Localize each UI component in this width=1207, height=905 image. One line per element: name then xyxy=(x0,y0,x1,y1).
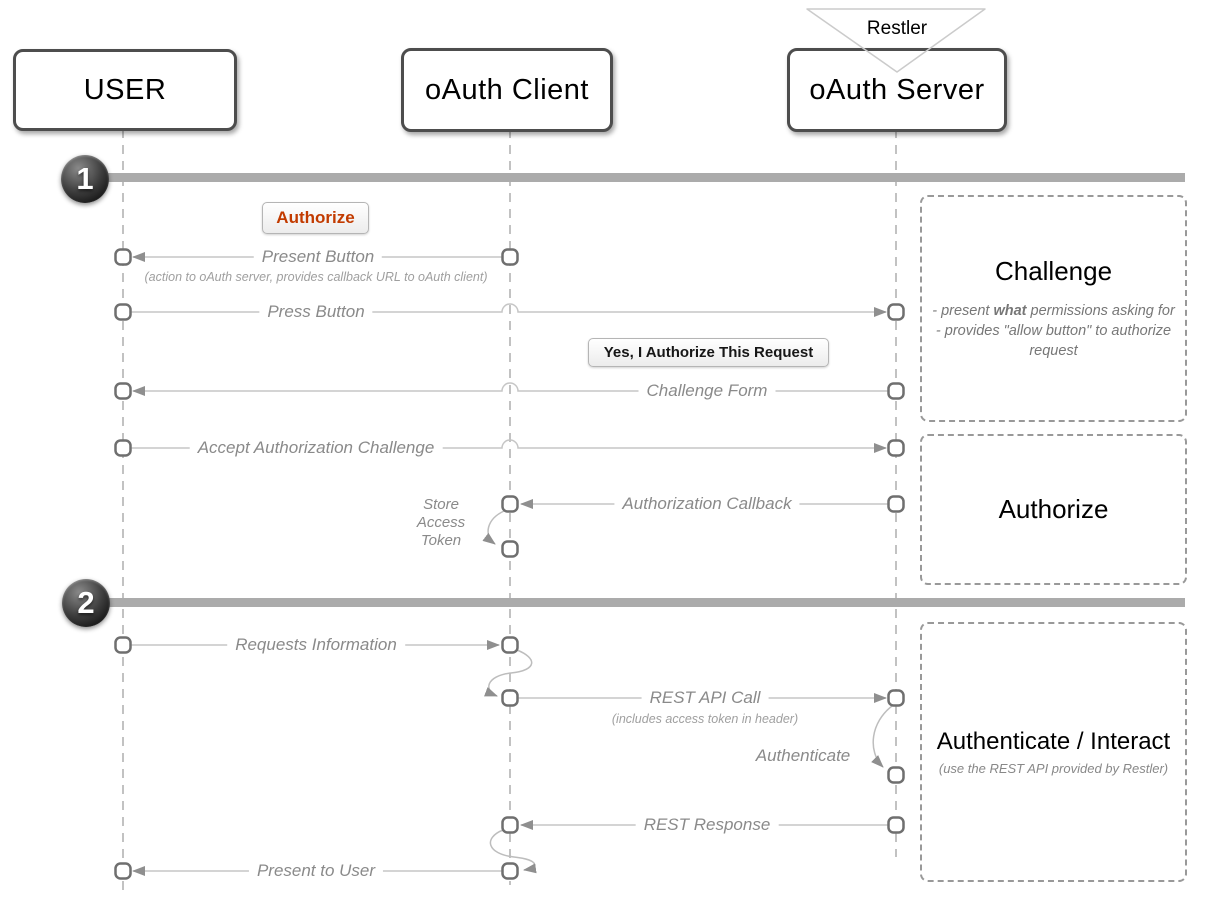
challenge-line1-suffix: permissions asking for xyxy=(1026,303,1175,319)
authenticate-interact-annotation-box: Authenticate / Interact (use the REST AP… xyxy=(920,622,1187,882)
challenge-annotation-box: Challenge - present what permissions ask… xyxy=(920,195,1187,422)
message-present-button-note: (action to oAuth server, provides callba… xyxy=(140,270,492,284)
message-present-to-user: Present to User xyxy=(248,861,384,881)
message-authenticate: Authenticate xyxy=(747,746,859,766)
phase-2-badge: 2 xyxy=(62,579,110,627)
loop-client-forward xyxy=(484,649,533,697)
challenge-body: - present what permissions asking for - … xyxy=(930,301,1178,361)
loop-store-token xyxy=(482,510,505,545)
challenge-line1-bold: what xyxy=(993,303,1027,319)
message-present-button: Present Button xyxy=(253,247,383,267)
self-loops xyxy=(482,510,893,874)
actor-oauth-client-label: oAuth Client xyxy=(425,73,589,106)
arrow-challenge-form xyxy=(132,382,896,396)
actor-user-label: USER xyxy=(83,73,167,106)
phase1-bar xyxy=(88,173,1185,182)
message-rest-api-call-note: (includes access token in header) xyxy=(607,712,803,726)
message-store-access-token: Store Access Token xyxy=(416,496,466,550)
yes-authorize-button[interactable]: Yes, I Authorize This Request xyxy=(588,338,829,367)
authorize-button[interactable]: Authorize xyxy=(262,202,369,234)
authorize-button-label: Authorize xyxy=(276,208,355,227)
message-authorization-callback: Authorization Callback xyxy=(614,494,800,514)
actor-oauth-client: oAuth Client xyxy=(401,48,613,132)
actor-oauth-server: oAuth Server xyxy=(787,48,1007,132)
authorize-title: Authorize xyxy=(998,494,1109,524)
arrow-accept-challenge xyxy=(123,439,887,453)
message-requests-information: Requests Information xyxy=(227,635,405,655)
yes-authorize-button-label: Yes, I Authorize This Request xyxy=(603,344,814,361)
loop-client-return xyxy=(489,829,537,874)
message-rest-api-call: REST API Call xyxy=(641,688,769,708)
message-press-button: Press Button xyxy=(259,302,373,322)
challenge-line1-prefix: - present xyxy=(932,303,994,319)
message-rest-response: REST Response xyxy=(635,815,779,835)
authorize-annotation-box: Authorize xyxy=(920,434,1187,585)
restler-tag: Restler xyxy=(866,18,928,39)
endpoint-markers xyxy=(114,248,905,880)
phase2-bar xyxy=(88,598,1185,607)
actor-oauth-server-label: oAuth Server xyxy=(809,73,985,106)
phase-1-badge: 1 xyxy=(61,155,109,203)
lifelines xyxy=(122,129,897,891)
authenticate-interact-title: Authenticate / Interact xyxy=(936,728,1171,755)
phase-2-number: 2 xyxy=(77,585,95,620)
actor-user: USER xyxy=(13,49,237,131)
loop-server-authenticate xyxy=(870,705,893,768)
challenge-title: Challenge xyxy=(994,256,1113,286)
challenge-line2: - provides "allow button" to authorize r… xyxy=(935,323,1172,359)
phase-1-number: 1 xyxy=(76,161,94,196)
authenticate-interact-note: (use the REST API provided by Restler) xyxy=(938,761,1169,776)
message-accept-challenge: Accept Authorization Challenge xyxy=(189,438,443,458)
message-challenge-form: Challenge Form xyxy=(638,381,776,401)
arrow-press-button xyxy=(123,303,887,317)
